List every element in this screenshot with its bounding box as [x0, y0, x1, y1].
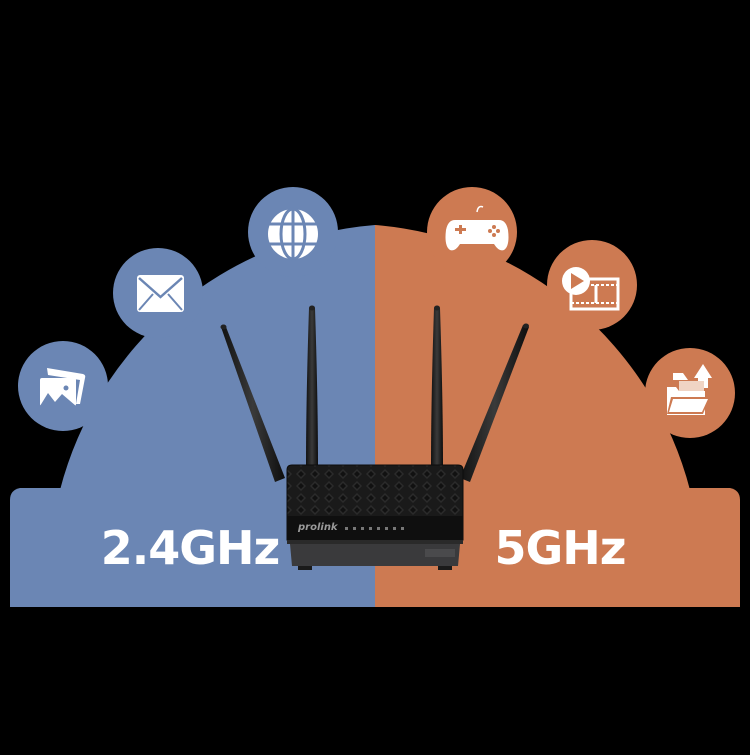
gamepad-icon — [445, 205, 509, 251]
globe-icon — [268, 207, 318, 261]
video-icon — [562, 267, 620, 311]
status-leds — [345, 527, 404, 530]
photos-icon — [40, 368, 86, 406]
band-24ghz-shape — [10, 187, 375, 607]
band-label-24ghz: 2.4GHz — [100, 521, 281, 575]
file-transfer-icon — [667, 364, 712, 415]
antenna-left-inner — [306, 305, 318, 468]
router — [220, 305, 529, 570]
antenna-right-inner — [431, 305, 443, 468]
mail-icon — [137, 275, 184, 312]
router-brand-label: prolink — [298, 522, 338, 533]
band-label-5ghz: 5GHz — [494, 521, 626, 575]
antenna-right-outer — [460, 323, 529, 482]
antenna-left-outer — [220, 324, 285, 482]
